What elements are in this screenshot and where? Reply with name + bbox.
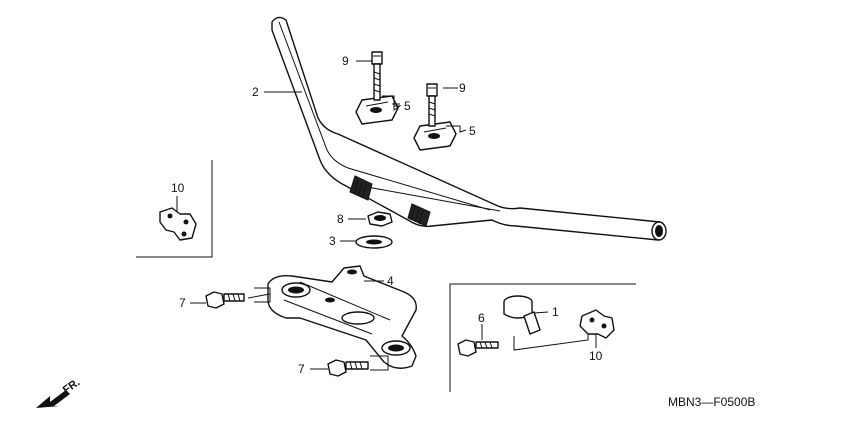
callout-8: 8 bbox=[337, 212, 344, 226]
bolt-7-lower bbox=[327, 359, 369, 377]
inset-box-right bbox=[449, 283, 636, 392]
bolt-6 bbox=[457, 339, 499, 357]
top-bridge bbox=[267, 265, 417, 369]
callout-9-left: 9 bbox=[342, 54, 349, 68]
callout-2: 2 bbox=[252, 85, 259, 99]
bolt-left bbox=[371, 51, 383, 101]
upper-holder-right bbox=[413, 121, 457, 151]
inset-box-left bbox=[136, 160, 213, 258]
callout-10-left: 10 bbox=[171, 181, 185, 195]
knurl-right bbox=[407, 203, 431, 227]
callout-labels: 2 9 9 5 5 10 8 3 4 7 7 1 6 10 bbox=[171, 54, 603, 376]
callout-5-right: 5 bbox=[469, 124, 476, 138]
bolt-7-upper bbox=[205, 291, 245, 309]
callout-7-lower: 7 bbox=[298, 362, 305, 376]
front-arrow: FR. bbox=[36, 376, 82, 408]
washer bbox=[355, 235, 393, 249]
callout-6: 6 bbox=[478, 311, 485, 325]
callout-10-right: 10 bbox=[589, 349, 603, 363]
bracket-10-right bbox=[579, 309, 615, 339]
callout-1: 1 bbox=[552, 305, 559, 319]
callout-3: 3 bbox=[329, 234, 336, 248]
knurl-left bbox=[349, 175, 373, 201]
bolt-right bbox=[426, 83, 438, 127]
lower-holder bbox=[503, 295, 541, 335]
nut bbox=[367, 211, 393, 227]
callout-5-left: 5 bbox=[404, 99, 411, 113]
diagram-code: MBN3—F0500B bbox=[668, 395, 755, 409]
upper-holder-left bbox=[355, 95, 399, 125]
handlebar bbox=[271, 16, 667, 241]
callout-4: 4 bbox=[387, 274, 394, 288]
callout-7-upper: 7 bbox=[179, 296, 186, 310]
leader-lines bbox=[176, 60, 597, 371]
callout-9-right: 9 bbox=[459, 81, 466, 95]
